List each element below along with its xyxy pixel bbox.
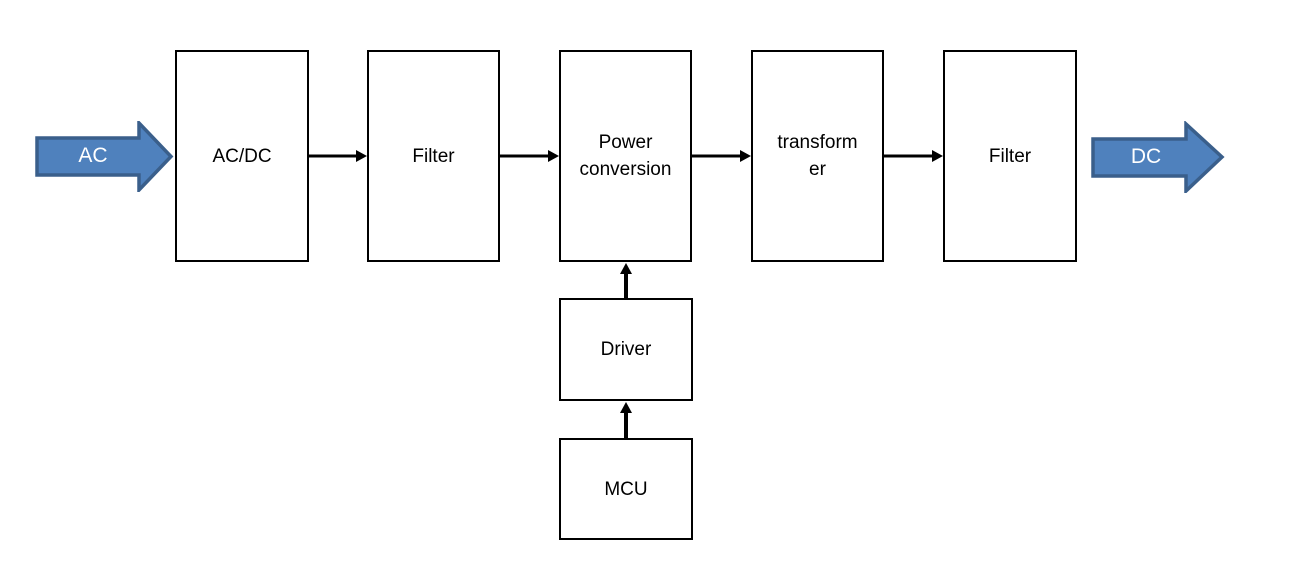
arrow-head-right-icon xyxy=(740,150,751,162)
ac-input-arrow: AC xyxy=(35,121,174,192)
connector-arrow-powerconversion-to-transformer xyxy=(692,149,751,163)
box-power-conversion: Power conversion xyxy=(559,50,692,262)
connector-arrow-mcu-to-driver xyxy=(619,402,633,438)
connector-arrow-acdc-to-filter1 xyxy=(309,149,367,163)
connector-arrow-filter1-to-powerconversion xyxy=(500,149,559,163)
box-mcu: MCU xyxy=(559,438,693,540)
box-filter-2: Filter xyxy=(943,50,1077,262)
box-driver-label: Driver xyxy=(600,339,652,360)
box-filter-1: Filter xyxy=(367,50,500,262)
box-transformer-label-line1: transform xyxy=(777,132,858,153)
box-power-conversion-label-line2: conversion xyxy=(579,159,672,180)
arrow-shaft xyxy=(500,154,550,158)
box-driver: Driver xyxy=(559,298,693,401)
box-transformer-label-line2: er xyxy=(809,159,826,180)
box-ac-dc: AC/DC xyxy=(175,50,309,262)
arrow-shaft xyxy=(309,154,358,158)
box-power-conversion-label-line1: Power xyxy=(598,132,653,153)
box-transformer: transform er xyxy=(751,50,884,262)
box-ac-dc-label: AC/DC xyxy=(212,145,272,167)
arrow-head-right-icon xyxy=(932,150,943,162)
arrow-shaft xyxy=(692,154,742,158)
arrow-head-up-icon xyxy=(620,263,632,274)
arrow-head-up-icon xyxy=(620,402,632,413)
right-block-arrow-shape xyxy=(35,121,174,192)
dc-output-label: DC xyxy=(1130,145,1162,168)
box-filter-1-label: Filter xyxy=(412,145,455,167)
box-mcu-label: MCU xyxy=(604,478,648,500)
connector-arrow-transformer-to-filter2 xyxy=(884,149,943,163)
ac-input-label: AC xyxy=(78,144,108,167)
arrow-shaft xyxy=(884,154,934,158)
dc-output-arrow: DC xyxy=(1091,121,1226,193)
right-block-arrow-shape xyxy=(1091,121,1225,193)
connector-arrow-driver-to-powerconversion xyxy=(619,263,633,298)
box-filter-2-label: Filter xyxy=(988,145,1032,167)
arrow-shaft xyxy=(624,272,628,298)
arrow-shaft xyxy=(624,411,628,438)
arrow-head-right-icon xyxy=(548,150,559,162)
arrow-head-right-icon xyxy=(356,150,367,162)
